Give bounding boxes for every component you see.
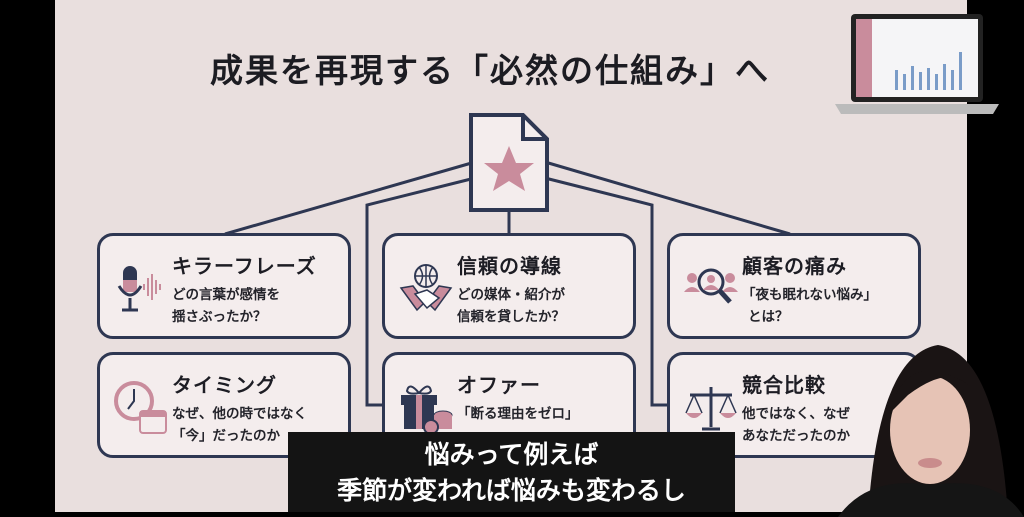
card-heading: 競合比較 bbox=[742, 373, 826, 397]
subtitle-caption: 悩みって例えば 季節が変われば悩みも変わるし bbox=[288, 432, 735, 512]
card-heading: キラーフレーズ bbox=[172, 254, 317, 278]
card-description: 「夜も眠れない悩み」とは？ bbox=[742, 287, 877, 325]
laptop-thumbnail-icon bbox=[835, 14, 999, 114]
scale-icon bbox=[685, 387, 737, 431]
document-star-icon bbox=[469, 113, 549, 212]
card-trust-path: 信頼の導線 どの媒体・紹介が信頼を貸したか？ bbox=[382, 233, 636, 339]
card-customer-pain: 顧客の痛み 「夜も眠れない悩み」とは？ bbox=[667, 233, 921, 339]
subtitle-line-1: 悩みって例えば bbox=[424, 440, 599, 469]
card-killer-phrase: キラーフレーズ どの言葉が感情を揺さぶったか？ bbox=[97, 233, 351, 339]
slide-title: 成果を再現する「必然の仕組み」へ bbox=[210, 51, 770, 90]
gift-coins-icon bbox=[401, 385, 453, 435]
card-description: 「断る理由をゼロ」 bbox=[457, 406, 579, 422]
clock-calendar-icon bbox=[114, 381, 167, 434]
card-heading: 顧客の痛み bbox=[742, 254, 847, 278]
card-description: 他ではなく、なぜあなただったのか bbox=[742, 406, 850, 444]
card-heading: タイミング bbox=[172, 373, 277, 397]
card-description: どの言葉が感情を揺さぶったか？ bbox=[172, 287, 280, 325]
subtitle-line-2: 季節が変われば悩みも変わるし bbox=[337, 476, 686, 505]
microphone-icon bbox=[117, 266, 161, 312]
card-timing: タイミング なぜ、他の時ではなく「今」だったのか bbox=[97, 352, 351, 458]
card-heading: オファー bbox=[457, 373, 541, 397]
magnifier-people-icon bbox=[684, 268, 738, 304]
presenter-webcam bbox=[838, 345, 1024, 517]
handshake-globe-icon bbox=[399, 264, 453, 312]
card-heading: 信頼の導線 bbox=[457, 254, 562, 278]
connector-lines bbox=[224, 113, 791, 407]
card-description: どの媒体・紹介が信頼を貸したか？ bbox=[457, 287, 565, 325]
card-description: なぜ、他の時ではなく「今」だったのか bbox=[172, 406, 307, 444]
